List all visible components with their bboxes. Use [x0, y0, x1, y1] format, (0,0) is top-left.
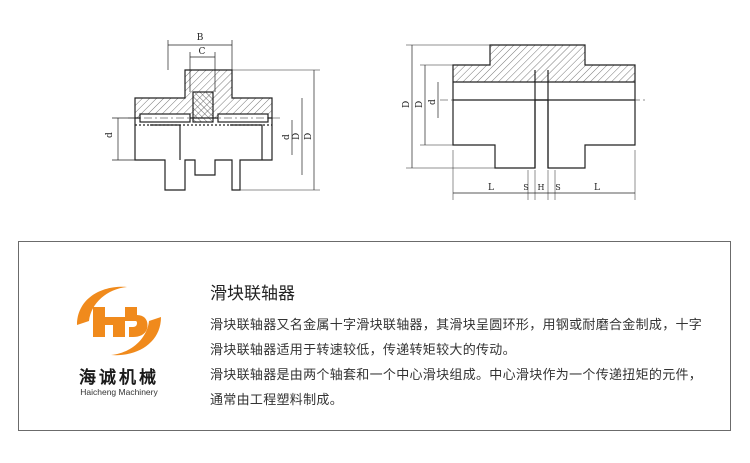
- dim-label-d: d: [428, 99, 438, 105]
- dim-label-D-a: D: [402, 101, 412, 108]
- dim-label-H: H: [538, 183, 545, 192]
- left-coupling-drawing: [112, 40, 320, 191]
- brand-name-en: Haicheng Machinery: [80, 387, 158, 397]
- product-description: 滑块联轴器又名金属十字滑块联轴器，其滑块呈圆环形，用钢或耐磨合金制成，十字滑块联…: [210, 313, 715, 413]
- technical-drawings: B C d d D D D D d L S H S L: [105, 33, 645, 200]
- dim-label-D-b: D: [415, 101, 425, 108]
- dim-label-C: C: [199, 47, 206, 57]
- right-coupling-drawing: [406, 44, 645, 200]
- description-paragraph-1: 滑块联轴器又名金属十字滑块联轴器，其滑块呈圆环形，用钢或耐磨合金制成，十字滑块联…: [210, 318, 703, 358]
- dim-label-d-right: d: [282, 134, 292, 140]
- product-title: 滑块联轴器: [210, 284, 295, 304]
- dim-label-L-right: L: [594, 183, 600, 193]
- dim-label-B: B: [197, 33, 204, 43]
- description-paragraph-2: 滑块联轴器是由两个轴套和一个中心滑块组成。中心滑块作为一个传递扭矩的元件，通常由…: [210, 368, 703, 408]
- dim-label-S-right: S: [555, 183, 560, 192]
- brand-name-cn: 海诚机械: [79, 368, 159, 388]
- company-logo: 海诚机械 Haicheng Machinery: [64, 281, 174, 401]
- product-info-box: 海诚机械 Haicheng Machinery 滑块联轴器 滑块联轴器又名金属十…: [18, 241, 731, 431]
- dim-label-S-left: S: [523, 183, 528, 192]
- logo-mark-icon: [77, 286, 161, 356]
- dim-label-D2: D: [304, 133, 314, 140]
- dim-label-D1: D: [292, 133, 302, 140]
- dim-label-L-left: L: [488, 183, 494, 193]
- dim-label-d-left: d: [105, 132, 115, 138]
